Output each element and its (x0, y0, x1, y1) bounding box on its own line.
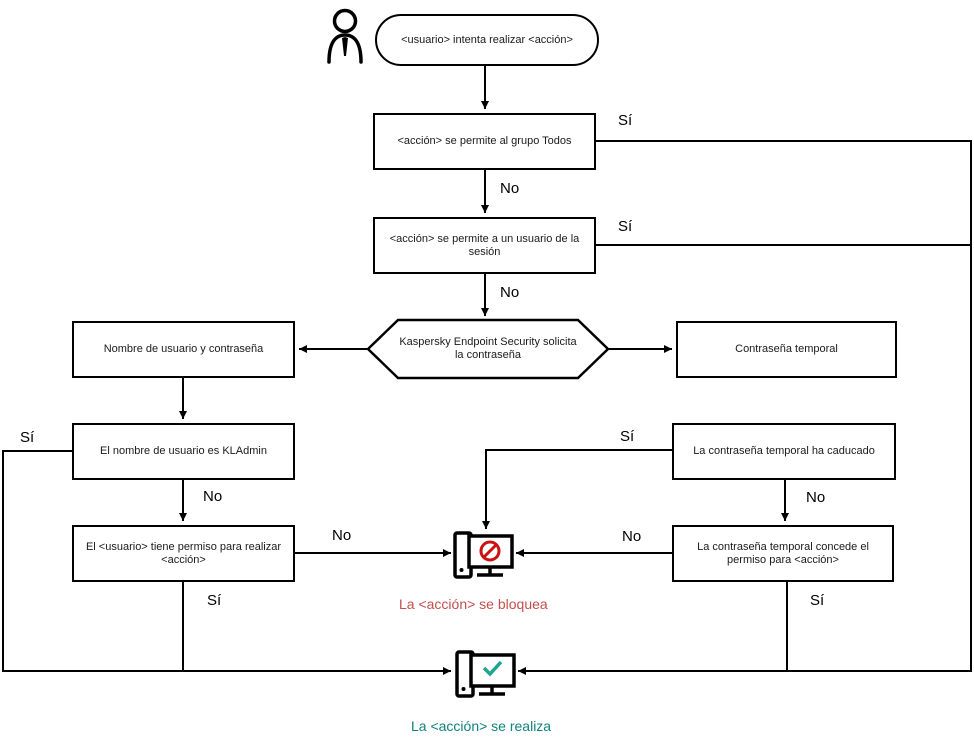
edge-label-si: Sí (207, 592, 222, 609)
edge-label-si: Sí (618, 112, 633, 129)
node-usuario-sesion: <acción> se permite a un usuario de la s… (373, 217, 596, 274)
node-grupo-todos: <acción> se permite al grupo Todos (373, 113, 596, 170)
edge-label-si: Sí (810, 592, 825, 609)
edge-label-no: No (500, 180, 520, 197)
edge-label-no: No (203, 488, 223, 505)
node-concede: La contraseña temporal concede el permis… (672, 525, 894, 582)
edge-label-no: No (332, 527, 352, 544)
node-kladmin: El nombre de usuario es KLAdmin (72, 423, 295, 480)
edge-label-si: Sí (618, 218, 633, 235)
edge-label-si: Sí (20, 429, 35, 446)
edge-label-no: No (500, 284, 520, 301)
edge-label-no: No (806, 489, 826, 506)
node-start: <usuario> intenta realizar <acción> (375, 14, 599, 66)
checkmark-icon (482, 660, 503, 677)
prohibition-icon (479, 540, 501, 562)
caption-success: La <acción> se realiza (411, 718, 552, 734)
node-caducado: La contraseña temporal ha caducado (672, 423, 896, 480)
computer-blocked-icon (453, 531, 514, 579)
edge-label-no: No (622, 528, 642, 545)
edge-label-si: Sí (620, 428, 635, 445)
caption-blocked: La <acción> se bloquea (399, 596, 548, 612)
node-permiso: El <usuario> tiene permiso para realizar… (72, 525, 295, 582)
node-solicita-contrasena: Kaspersky Endpoint Security solicita la … (399, 336, 577, 361)
computer-success-icon (455, 650, 516, 698)
user-icon (327, 8, 363, 64)
node-contrasena-temporal: Contraseña temporal (676, 321, 897, 378)
tie-shape (342, 37, 348, 56)
node-nombre-usuario: Nombre de usuario y contraseña (72, 321, 295, 378)
